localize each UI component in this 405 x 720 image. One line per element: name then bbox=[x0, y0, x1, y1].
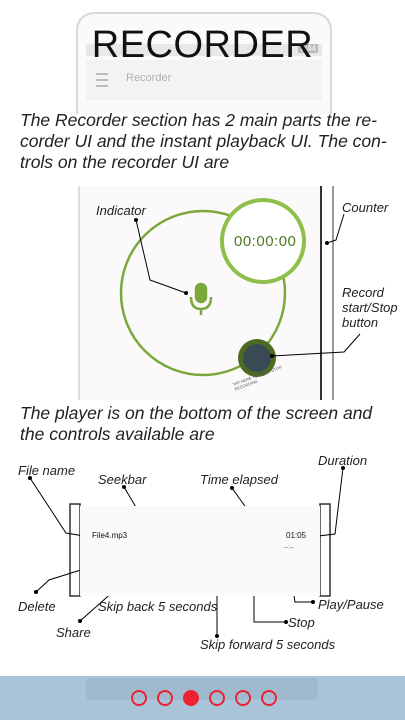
label-indicator: Indicator bbox=[96, 203, 146, 218]
player-screen bbox=[80, 506, 320, 596]
app-bar-title: Recorder bbox=[126, 72, 172, 84]
label-delete: Delete bbox=[18, 599, 56, 614]
label-seekbar: Seekbar bbox=[98, 472, 147, 487]
phone-frame-top: 3:44 Recorder bbox=[76, 12, 332, 114]
stop-button[interactable] bbox=[244, 552, 264, 570]
phone-nav-bar bbox=[86, 678, 318, 700]
phone-side-edge bbox=[320, 186, 334, 400]
microphone-icon bbox=[189, 282, 213, 315]
label-share: Share bbox=[56, 625, 91, 640]
label-time-elapsed: Time elapsed bbox=[200, 472, 278, 487]
pagination-dot[interactable] bbox=[183, 690, 199, 706]
pagination-dot[interactable] bbox=[157, 690, 173, 706]
label-record-button: Record start/Stop button bbox=[342, 285, 398, 330]
player-file-name: File4.mp3 bbox=[92, 531, 128, 540]
delete-button[interactable] bbox=[100, 552, 120, 570]
player-paragraph: The player is on the bottom of the scree… bbox=[20, 403, 373, 444]
recorder-ring bbox=[119, 209, 287, 377]
label-counter: Counter bbox=[342, 200, 389, 215]
label-play-pause: Play/Pause bbox=[318, 597, 384, 612]
label-skip-forward: Skip forward 5 seconds bbox=[200, 637, 336, 652]
play-pause-button[interactable] bbox=[278, 552, 298, 572]
intro-paragraph: The Recorder section has 2 main parts th… bbox=[20, 110, 387, 172]
hamburger-menu-icon[interactable] bbox=[96, 73, 108, 87]
skip-back-button[interactable] bbox=[170, 550, 192, 570]
pagination-dot[interactable] bbox=[209, 690, 225, 706]
pagination-dot[interactable] bbox=[131, 690, 147, 706]
label-duration: Duration bbox=[318, 453, 368, 468]
record-start-stop-button[interactable] bbox=[240, 339, 276, 375]
skip-forward-button[interactable] bbox=[206, 550, 228, 570]
counter-circle bbox=[220, 198, 306, 284]
player-elapsed: --:-- bbox=[284, 545, 294, 551]
pagination-dot[interactable] bbox=[235, 690, 251, 706]
status-bar: 3:44 bbox=[86, 44, 322, 56]
status-time: 3:44 bbox=[298, 44, 318, 53]
share-button[interactable] bbox=[136, 552, 156, 570]
pagination-dot[interactable] bbox=[261, 690, 277, 706]
player-duration: 01:05 bbox=[286, 531, 307, 540]
record-button bbox=[243, 344, 271, 372]
page-title: RECORDER bbox=[91, 24, 314, 66]
app-bar: Recorder bbox=[86, 60, 322, 100]
label-file-name: File name bbox=[18, 463, 76, 478]
label-stop: Stop bbox=[288, 615, 315, 630]
label-skip-back: Skip back 5 seconds bbox=[98, 599, 218, 614]
counter-display: 00:00:00 bbox=[234, 233, 297, 250]
